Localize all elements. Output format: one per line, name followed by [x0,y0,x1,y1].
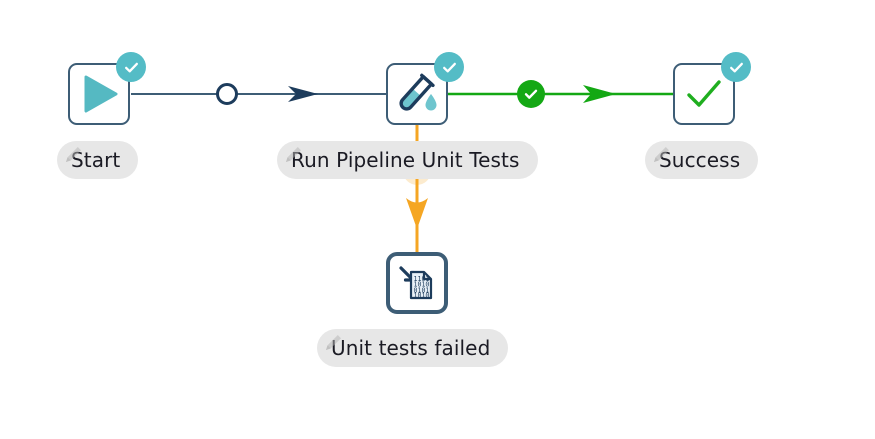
edge-run-tests-to-success[interactable] [448,85,673,103]
edge-marker-open-circle[interactable] [216,83,238,105]
node-success-label-text: Success [659,148,741,172]
check-glyph [442,62,456,72]
svg-text:1010: 1010 [414,291,430,299]
edit-pencil-icon[interactable] [323,331,345,353]
node-unit-tests-failed[interactable]: 1101 1010 0101 1010 [386,252,448,314]
node-run-pipeline-unit-tests-label-text: Run Pipeline Unit Tests [291,148,520,172]
edge-arrowhead [406,198,428,229]
edit-pencil-icon[interactable] [651,143,673,165]
checkmark-icon [675,65,733,123]
edit-pencil-icon[interactable] [63,143,85,165]
binary-document-glyph: 1101 1010 0101 1010 [399,266,433,299]
node-success-status-check-badge[interactable] [721,52,751,82]
edge-marker-success-check-icon[interactable] [517,80,545,108]
edge-start-to-run-tests[interactable] [131,86,386,102]
play-triangle-icon [70,65,128,123]
node-start-status-check-badge[interactable] [116,52,146,82]
node-run-pipeline-unit-tests-status-check-badge[interactable] [434,52,464,82]
edge-arrowhead [288,86,318,102]
check-glyph [124,62,138,72]
node-start-label-text: Start [71,148,121,172]
test-tube-glyph [399,73,437,111]
node-start-label[interactable]: Start [57,141,139,179]
play-triangle-glyph [84,75,118,113]
svg-text:1101: 1101 [414,275,430,283]
node-run-pipeline-unit-tests-label[interactable]: Run Pipeline Unit Tests [277,141,538,179]
node-unit-tests-failed-label-text: Unit tests failed [331,336,491,360]
test-tube-icon [388,65,446,123]
edge-arrowhead [583,85,616,103]
check-glyph [729,62,743,72]
edit-pencil-icon[interactable] [283,143,305,165]
node-success-label[interactable]: Success [645,141,759,179]
svg-text:0101: 0101 [414,286,430,294]
svg-text:1010: 1010 [414,281,430,289]
check-glyph [524,89,538,99]
node-unit-tests-failed-label[interactable]: Unit tests failed [317,329,509,367]
binary-document-icon: 1101 1010 0101 1010 [390,256,444,310]
checkmark-glyph [687,80,721,107]
